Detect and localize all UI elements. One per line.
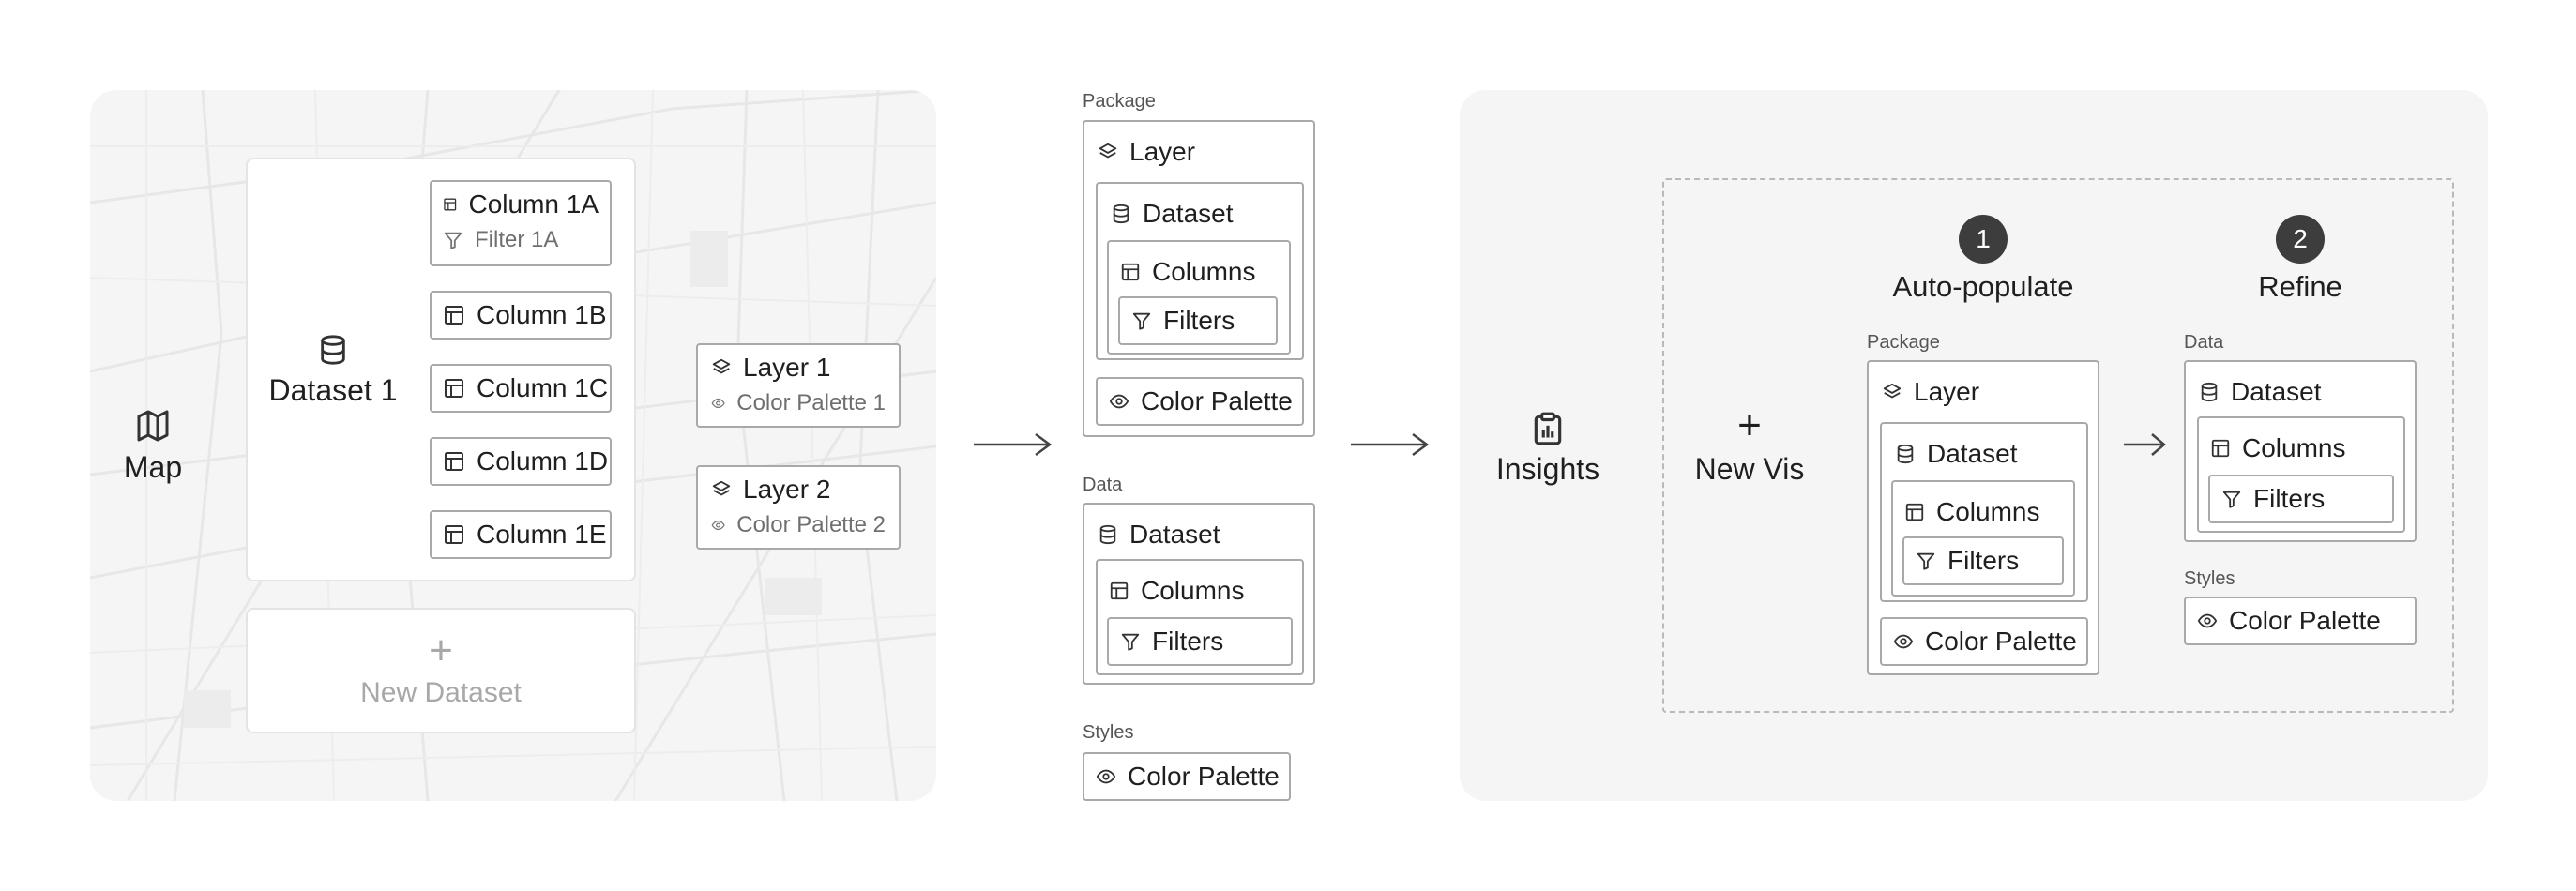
eye-icon <box>1109 391 1129 412</box>
layers-icon <box>711 357 732 378</box>
filters-box[interactable]: Filters <box>1902 536 2064 585</box>
data-box[interactable]: Dataset Columns Filters <box>2184 360 2417 542</box>
new-dataset-label: New Dataset <box>360 677 522 708</box>
step-2-label: Refine <box>2258 270 2342 303</box>
color-palette-box[interactable]: Color Palette <box>1096 377 1304 426</box>
table-icon <box>443 377 465 400</box>
columns-box[interactable]: Columns Filters <box>1096 559 1304 675</box>
package-caption: Package <box>1867 332 1940 353</box>
filters-box[interactable]: Filters <box>2208 475 2394 523</box>
dataset-node: Dataset 1 <box>253 328 413 413</box>
insights-label: Insights <box>1495 451 1600 486</box>
new-vis-label: New Vis <box>1694 451 1805 486</box>
filter-icon <box>2221 489 2242 509</box>
package-box[interactable]: Layer Dataset Columns Filters Color Pale… <box>1083 120 1315 437</box>
database-icon <box>1098 524 1118 545</box>
eye-icon <box>2197 611 2218 631</box>
filter-icon <box>1916 551 1936 571</box>
filter-icon <box>1131 310 1152 331</box>
map-label: Map <box>123 449 183 484</box>
table-icon <box>443 193 457 216</box>
database-icon <box>1895 444 1916 464</box>
arrow-right-icon <box>1351 432 1430 457</box>
data-caption: Data <box>1083 475 1123 495</box>
table-icon <box>443 450 465 473</box>
styles-caption: Styles <box>1083 722 1134 743</box>
layer-item[interactable]: Layer 2 Color Palette 2 <box>696 465 901 550</box>
data-box[interactable]: Dataset Columns Filters <box>1083 503 1315 685</box>
table-icon <box>443 304 465 326</box>
color-palette-box[interactable]: Color Palette <box>1880 617 2088 666</box>
clipboard-chart-icon <box>1530 411 1566 446</box>
new-vis-region <box>1662 178 2454 713</box>
dataset-box[interactable]: Dataset Columns Filters <box>1096 182 1304 360</box>
insights-node: Insights <box>1482 401 1614 495</box>
data-caption: Data <box>2184 332 2224 353</box>
database-icon <box>2199 382 2220 402</box>
new-dataset-button[interactable]: + New Dataset <box>246 608 636 733</box>
database-icon <box>1111 204 1131 224</box>
layers-icon <box>1098 142 1118 162</box>
database-icon <box>317 334 349 366</box>
filter-icon <box>1120 631 1141 652</box>
arrow-right-icon <box>2124 433 2166 456</box>
column-item[interactable]: Column 1E <box>430 510 612 559</box>
arrow-right-icon <box>974 432 1053 457</box>
new-vis-button[interactable]: + New Vis <box>1689 400 1811 493</box>
step-1-badge: 1 <box>1959 215 2008 264</box>
plus-icon: + <box>429 627 453 673</box>
columns-box[interactable]: Columns Filters <box>1891 480 2075 597</box>
layer-item[interactable]: Layer 1 Color Palette 1 <box>696 343 901 428</box>
columns-box[interactable]: Columns Filters <box>1107 240 1291 355</box>
columns-box[interactable]: Columns Filters <box>2197 416 2405 533</box>
map-icon <box>134 407 172 445</box>
filter-icon <box>443 230 463 250</box>
column-item[interactable]: Column 1C <box>430 364 612 413</box>
step-2-badge: 2 <box>2276 215 2325 264</box>
column-item[interactable]: Column 1B <box>430 291 612 340</box>
styles-palette-box[interactable]: Color Palette <box>2184 597 2417 645</box>
filters-box[interactable]: Filters <box>1107 617 1293 666</box>
map-node: Map <box>111 399 195 492</box>
table-icon <box>1120 262 1141 282</box>
column-item[interactable]: Column 1D <box>430 437 612 486</box>
table-icon <box>443 523 465 546</box>
column-item[interactable]: Column 1A Filter 1A <box>430 180 612 266</box>
table-icon <box>1109 581 1129 601</box>
eye-icon <box>1893 631 1914 652</box>
eye-icon <box>1096 766 1116 787</box>
table-icon <box>1904 502 1925 522</box>
package-caption: Package <box>1083 91 1156 112</box>
dataset-label: Dataset 1 <box>268 372 398 407</box>
plus-icon: + <box>1737 401 1762 448</box>
styles-palette-box[interactable]: Color Palette <box>1083 752 1291 801</box>
table-icon <box>2210 438 2231 459</box>
eye-icon <box>711 515 725 536</box>
dataset-box[interactable]: Dataset Columns Filters <box>1880 422 2088 602</box>
styles-caption: Styles <box>2184 568 2235 589</box>
package-box[interactable]: Layer Dataset Columns Filters Color Pale… <box>1867 360 2099 675</box>
eye-icon <box>711 393 725 414</box>
layers-icon <box>1882 382 1902 402</box>
step-1-label: Auto-populate <box>1892 270 2074 303</box>
layers-icon <box>711 479 732 500</box>
filters-box[interactable]: Filters <box>1118 296 1278 345</box>
